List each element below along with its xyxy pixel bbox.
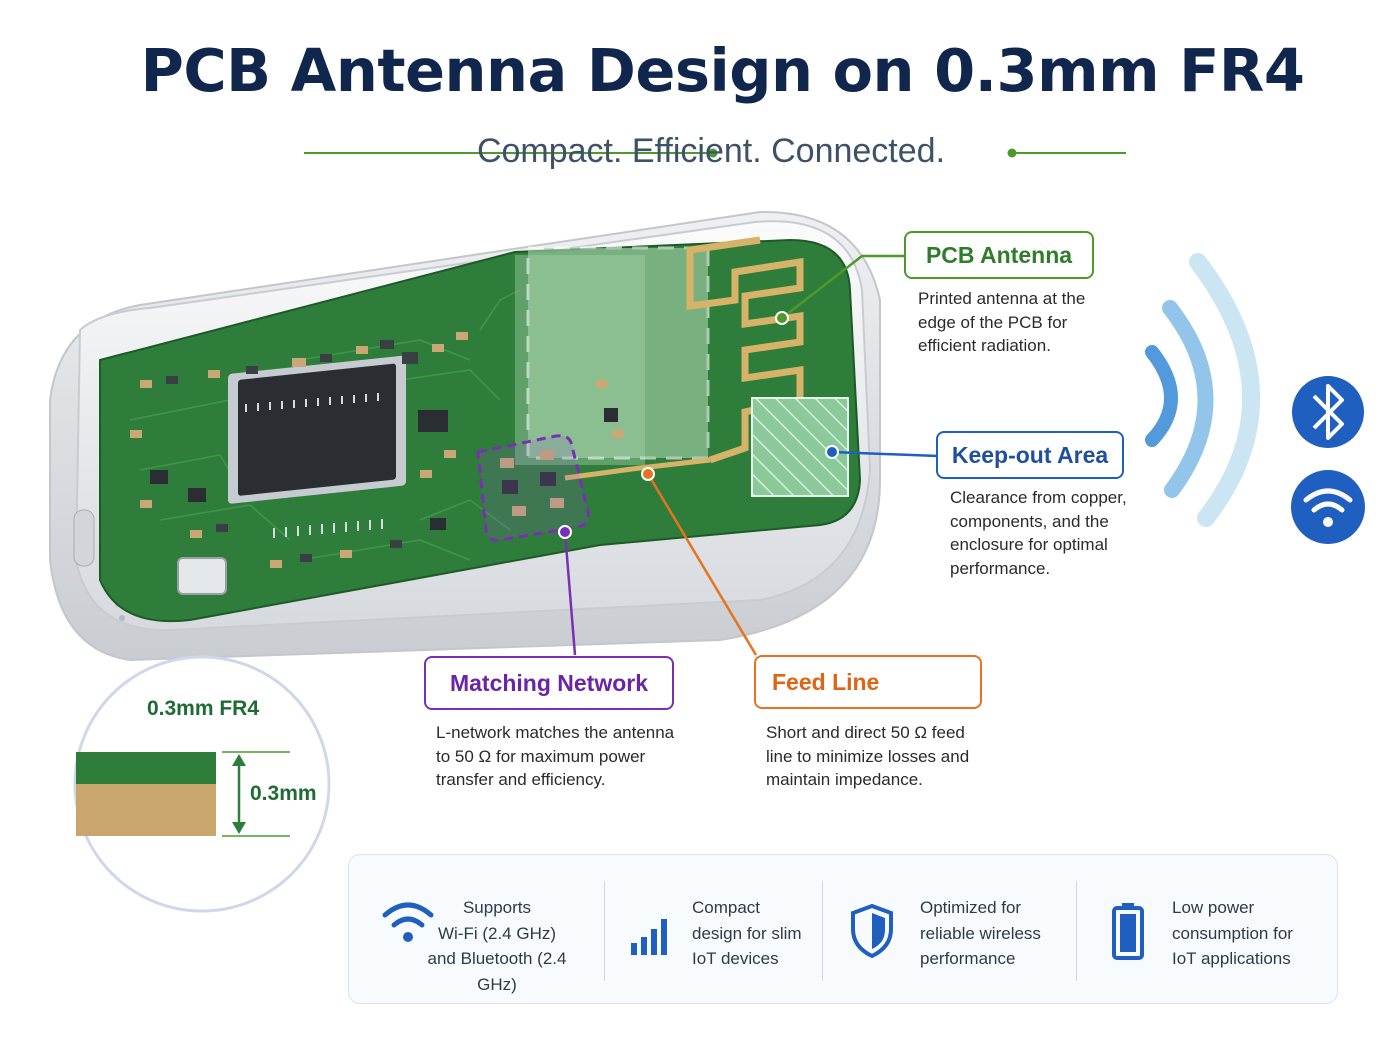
feature-divider xyxy=(1076,881,1077,981)
keepout-leader xyxy=(831,450,939,458)
shield-icon xyxy=(851,903,893,959)
wifi-icon xyxy=(382,902,434,942)
matching-network-components xyxy=(500,450,564,516)
page-subtitle: Compact. Efficient. Connected. xyxy=(476,132,946,170)
feature-power-text: Low power consumption for IoT applicatio… xyxy=(1172,898,1293,968)
page-title: PCB Antenna Design on 0.3mm FR4 xyxy=(140,36,1305,105)
matching-network-callout-title: Matching Network xyxy=(424,656,674,710)
battery-icon xyxy=(1112,903,1144,960)
pcb-antenna-leader xyxy=(781,254,905,319)
inset-thickness-label: 0.3mm xyxy=(250,782,317,805)
keepout-callout-text: Clearance from copper, components, and t… xyxy=(950,488,1127,578)
keepout-callout-title: Keep-out Area xyxy=(936,431,1124,479)
chip-pins xyxy=(245,393,383,538)
wifi-icon xyxy=(1291,470,1365,544)
matching-network-outline xyxy=(476,434,590,542)
radio-waves xyxy=(1145,253,1260,527)
keepout-dashed-region xyxy=(526,246,710,460)
mcu-chip xyxy=(228,355,406,504)
feed-line-callout-title: Feed Line xyxy=(754,655,982,709)
subtitle-decoration xyxy=(304,148,1126,158)
fr4-inset xyxy=(73,655,331,913)
matching-network-callout-text: L-network matches the antenna to 50 Ω fo… xyxy=(436,723,675,789)
usb-port xyxy=(73,509,95,567)
feature-panel: Supports Wi-Fi (2.4 GHz) and Bluetooth (… xyxy=(348,854,1338,1004)
signal-bars-icon xyxy=(631,919,667,955)
pcb-antenna-callout-title: PCB Antenna xyxy=(904,231,1094,279)
pcb-antenna-callout-text: Printed antenna at the edge of the PCB f… xyxy=(918,289,1086,355)
feature-reliability-text: Optimized for reliable wireless performa… xyxy=(920,898,1041,968)
passive-components xyxy=(130,332,624,568)
feature-divider xyxy=(604,881,605,981)
feature-wifi-text: Supports Wi-Fi (2.4 GHz) and Bluetooth (… xyxy=(427,898,567,994)
feature-divider xyxy=(822,881,823,981)
feature-compact-text: Compact design for slim IoT devices xyxy=(692,898,802,968)
bluetooth-icon xyxy=(1292,376,1364,448)
inset-material-label: 0.3mm FR4 xyxy=(146,697,260,720)
crystal-oscillator xyxy=(177,557,227,595)
feed-line xyxy=(564,457,711,481)
matching-network-leader xyxy=(563,531,577,656)
feed-line-leader xyxy=(646,473,758,656)
feed-line-callout-text: Short and direct 50 Ω feed line to minim… xyxy=(766,723,970,789)
